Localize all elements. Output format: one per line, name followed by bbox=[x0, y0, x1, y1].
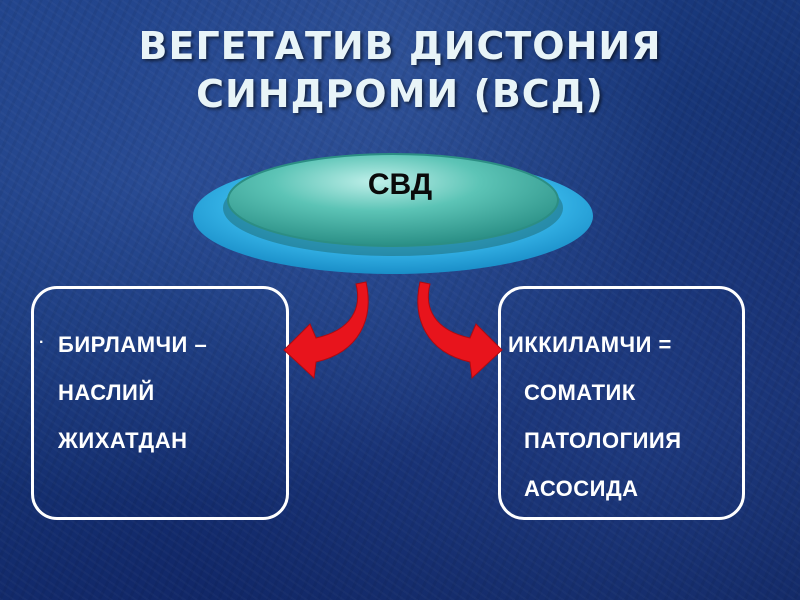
title-line-2: СИНДРОМИ (ВСД) bbox=[196, 72, 604, 116]
left-box bbox=[31, 286, 289, 520]
arrows bbox=[283, 281, 503, 380]
right-line-4: АСОСИДА bbox=[524, 476, 639, 501]
right-curved-arrow bbox=[417, 281, 503, 380]
center-ellipse bbox=[193, 153, 593, 274]
center-label: СВД bbox=[367, 168, 433, 201]
left-line-2: НАСЛИЙ bbox=[58, 380, 155, 405]
right-line-2: СОМАТИК bbox=[524, 380, 636, 405]
title-line-1: ВЕГЕТАТИВ ДИСТОНИЯ bbox=[138, 24, 662, 68]
right-line-1: ИККИЛАМЧИ = bbox=[508, 332, 672, 357]
left-bullet: · bbox=[39, 334, 45, 351]
ellipse-inner bbox=[227, 153, 559, 247]
slide-title: ВЕГЕТАТИВ ДИСТОНИЯ СИНДРОМИ (ВСД) bbox=[0, 22, 800, 118]
left-line-3: ЖИХАТДАН bbox=[58, 428, 188, 453]
right-box bbox=[498, 286, 745, 520]
right-line-3: ПАТОЛОГИИЯ bbox=[524, 428, 682, 453]
left-line-1: БИРЛАМЧИ – bbox=[58, 332, 208, 357]
left-curved-arrow bbox=[283, 281, 369, 380]
